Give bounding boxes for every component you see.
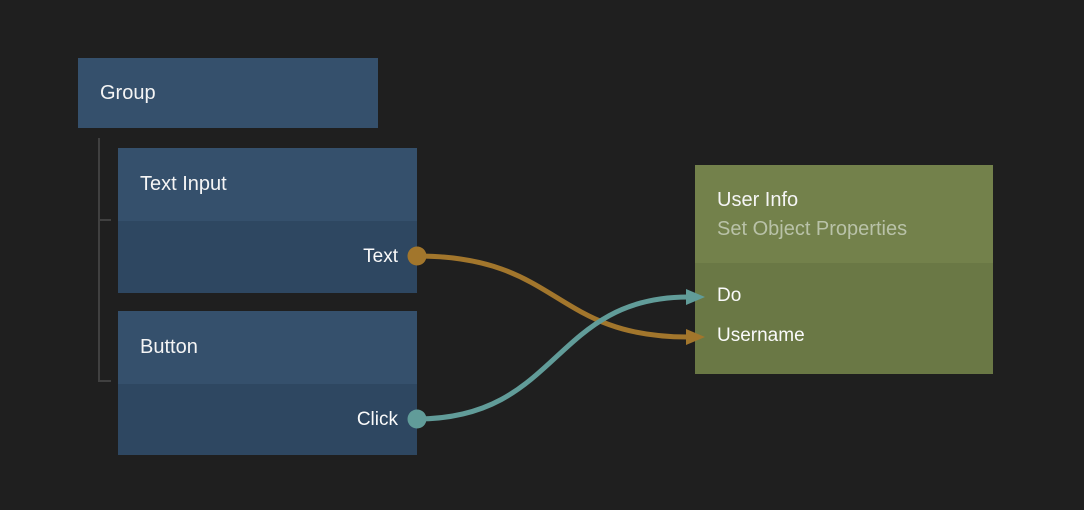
input-port-row-do: Do (695, 276, 993, 316)
input-port-label-username: Username (717, 325, 805, 346)
wire-text-to-username[interactable] (416, 253, 689, 340)
node-button-header: Button (118, 311, 417, 384)
output-port-label-click: Click (356, 408, 398, 430)
input-port-label-do: Do (717, 285, 742, 306)
output-port-row-text: Text (118, 246, 417, 268)
group-node-label: Group (100, 81, 156, 104)
node-text-input[interactable]: Text Input Text (118, 148, 417, 293)
output-port-label-text: Text (363, 246, 398, 267)
node-user-info-title: User Info (717, 189, 799, 211)
output-port-dot-click[interactable] (407, 409, 427, 429)
node-button-title: Button (140, 336, 198, 358)
group-node[interactable]: Group (78, 58, 378, 128)
node-text-input-body: Text (118, 221, 417, 293)
output-port-dot-text[interactable] (407, 246, 427, 266)
node-button[interactable]: Button Click (118, 311, 417, 455)
node-user-info[interactable]: User Info Set Object Properties Do Usern… (695, 165, 993, 374)
wire-click-to-do[interactable] (416, 294, 689, 422)
input-arrow-username[interactable] (686, 329, 705, 345)
node-user-info-header: User Info Set Object Properties (695, 165, 993, 263)
input-arrow-do[interactable] (686, 289, 705, 305)
node-user-info-subtitle: Set Object Properties (717, 218, 908, 240)
input-port-row-username: Username (695, 316, 993, 356)
node-button-body: Click (118, 384, 417, 455)
node-text-input-header: Text Input (118, 148, 417, 221)
node-text-input-title: Text Input (140, 173, 227, 195)
node-user-info-body: Do Username (695, 263, 993, 374)
output-port-row-click: Click (118, 409, 417, 431)
